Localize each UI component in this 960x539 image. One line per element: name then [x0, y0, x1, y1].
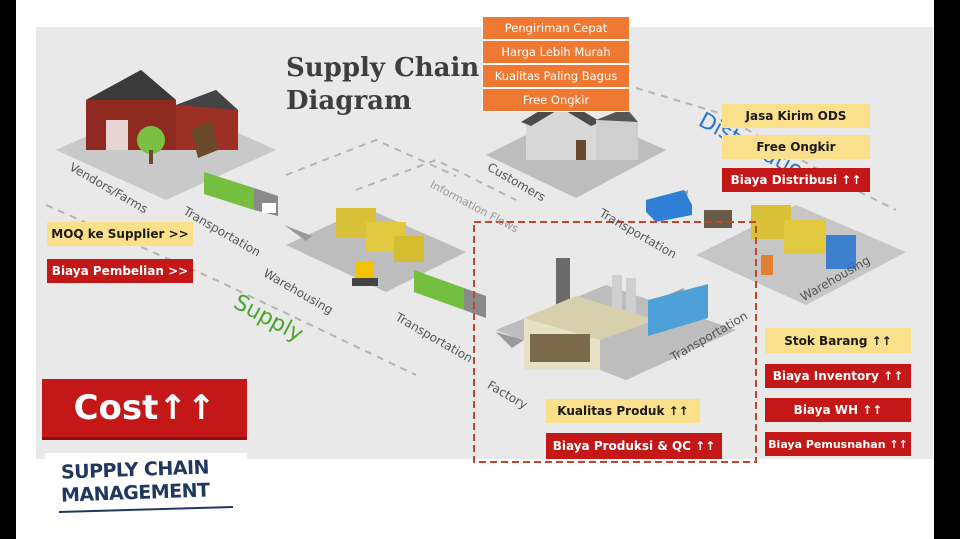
logo-underline — [58, 506, 234, 513]
info-flow-path-top — [285, 138, 457, 177]
logo-line2: MANAGEMENT — [60, 479, 210, 507]
customers-platform — [486, 98, 666, 198]
note-free-ongkir: Free Ongkir — [722, 135, 870, 159]
cost-banner: Cost↑↑ — [42, 379, 247, 440]
benefit-pengiriman-cepat: Pengiriman Cepat — [482, 16, 630, 40]
truck-icon-1 — [204, 172, 278, 216]
factory-building — [496, 258, 736, 380]
slide: Supply Chain Diagram Vendors/Farms Trans… — [16, 0, 934, 539]
title-line2: Diagram — [286, 86, 412, 116]
note-kualitas-produk: Kualitas Produk ↑↑ — [546, 399, 700, 423]
benefit-free-ongkir: Free Ongkir — [482, 88, 630, 112]
title-line1: Supply Chain — [286, 53, 480, 83]
diagram-title: Supply Chain Diagram — [286, 52, 479, 118]
note-moq-supplier: MOQ ke Supplier >> — [47, 222, 193, 246]
note-biaya-distribusi: Biaya Distribusi ↑↑ — [722, 168, 870, 192]
vendors-farms-platform — [56, 70, 276, 200]
note-biaya-pembelian: Biaya Pembelian >> — [47, 259, 193, 283]
factory-zone-outline — [473, 221, 757, 463]
benefit-harga-murah: Harga Lebih Murah — [482, 40, 630, 64]
note-biaya-inventory: Biaya Inventory ↑↑ — [765, 364, 911, 388]
arrow-to-factory — [496, 332, 524, 348]
note-stok-barang: Stok Barang ↑↑ — [765, 328, 911, 353]
warehouse-platform-1 — [286, 208, 466, 292]
note-biaya-wh: Biaya WH ↑↑ — [765, 398, 911, 422]
note-biaya-produksi-qc: Biaya Produksi & QC ↑↑ — [546, 433, 722, 459]
supply-dashed-path — [45, 204, 417, 376]
car-icon — [646, 190, 732, 228]
warehouse-platform-2 — [696, 205, 906, 305]
arrow-to-warehouse — [284, 225, 312, 241]
info-flow-path-mid — [355, 158, 517, 201]
benefit-kualitas-bagus: Kualitas Paling Bagus — [482, 64, 630, 88]
note-jasa-kirim-ods: Jasa Kirim ODS — [722, 104, 870, 128]
supply-chain-management-logo: SUPPLY CHAIN MANAGEMENT — [45, 453, 247, 519]
truck-icon-2 — [414, 270, 486, 318]
note-biaya-pemusnahan: Biaya Pemusnahan ↑↑ — [765, 432, 911, 456]
